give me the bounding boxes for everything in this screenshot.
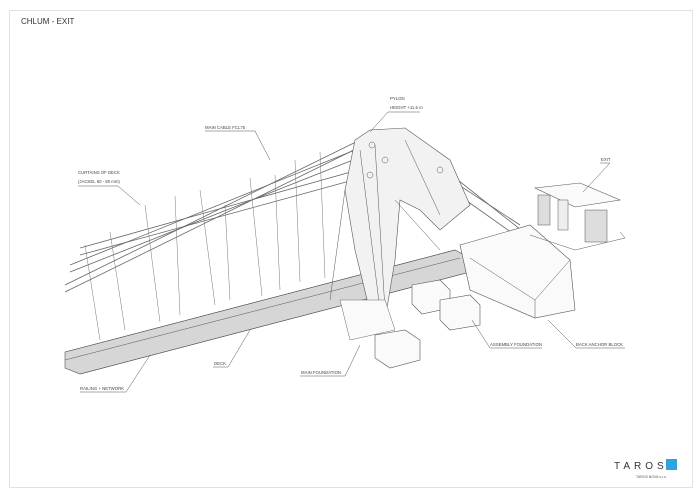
pylon-label: PYLON [390, 96, 405, 101]
drawing-title: CHLUM - EXIT [21, 17, 75, 26]
hangers [84, 151, 326, 341]
main-cable-label: MAIN CABLE FCL75 [205, 125, 246, 130]
main-foundation-label: MAIN FOUNDATION [301, 370, 341, 375]
back-anchor-block-label: BACK ANCHOR BLOCK [576, 342, 623, 347]
leader-lines [78, 111, 625, 393]
assembly-foundation-label: ASSEMBLY FOUNDATION [490, 342, 542, 347]
logo-square-icon [665, 459, 677, 470]
curtains-label: CURTAINS OF DECK [78, 170, 120, 175]
pylon [329, 127, 471, 321]
exit-label: EXIT [601, 157, 611, 162]
pylon-height-label: HEIGHT +11.5 m [390, 105, 423, 110]
railing-label: RAILING + NETWORK [80, 386, 124, 391]
labels: PYLON HEIGHT +11.5 m MAIN CABLE FCL75 CU… [78, 96, 623, 391]
foundations [339, 279, 481, 369]
back-anchor-block [459, 224, 576, 319]
logo-name: TAROS [614, 461, 668, 472]
taros-logo: TAROS TAROS NOVA s.r.o. [614, 459, 677, 479]
curtains-spec-label: (JACKEL 60 - 80 mm) [78, 179, 120, 184]
logo-company: TAROS NOVA s.r.o. [636, 475, 667, 479]
exit-pavilion [529, 182, 626, 251]
drawing-frame [9, 10, 693, 488]
deck-label: DECK [214, 361, 226, 366]
